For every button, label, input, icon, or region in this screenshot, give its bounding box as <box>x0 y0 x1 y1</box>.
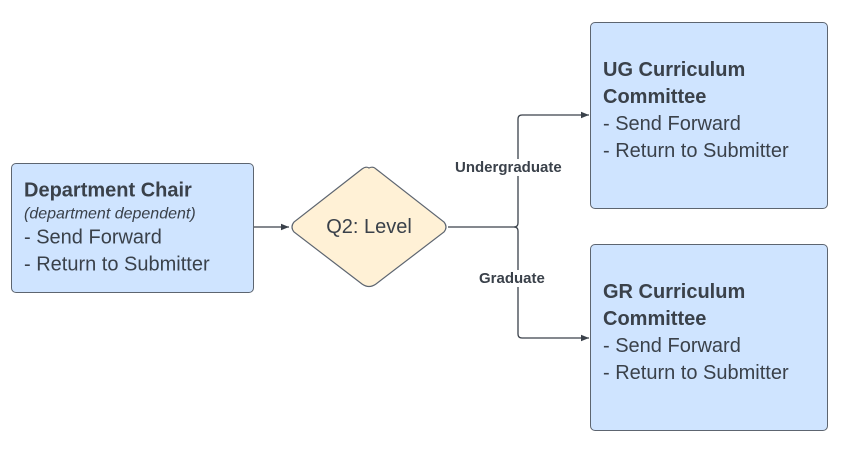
node-title-line1: GR Curriculum <box>603 281 746 303</box>
decision-diamond[interactable] <box>291 166 447 288</box>
action-send-forward: - Send Forward <box>603 113 741 135</box>
gr-curriculum-committee-node[interactable]: GR Curriculum Committee - Send Forward -… <box>590 244 828 431</box>
edge-decision-to-gr <box>513 226 589 342</box>
node-title-line2: Committee <box>603 308 707 330</box>
node-title: Department Chair <box>24 179 192 202</box>
department-chair-node[interactable]: Department Chair (department dependent) … <box>11 163 254 293</box>
decision-label: Q2: Level <box>326 215 412 238</box>
edge-label-undergraduate: Undergraduate <box>453 159 564 176</box>
action-return-to-submitter: - Return to Submitter <box>603 140 789 162</box>
action-send-forward: - Send Forward <box>24 226 162 249</box>
node-title-line2: Committee <box>603 86 707 108</box>
action-return-to-submitter: - Return to Submitter <box>603 362 789 384</box>
action-send-forward: - Send Forward <box>603 335 741 357</box>
ug-curriculum-committee-node[interactable]: UG Curriculum Committee - Send Forward -… <box>590 22 828 209</box>
node-subtitle: (department dependent) <box>24 205 196 223</box>
action-return-to-submitter: - Return to Submitter <box>24 253 210 276</box>
node-title-line1: UG Curriculum <box>603 59 746 81</box>
edge-label-graduate: Graduate <box>477 270 547 287</box>
